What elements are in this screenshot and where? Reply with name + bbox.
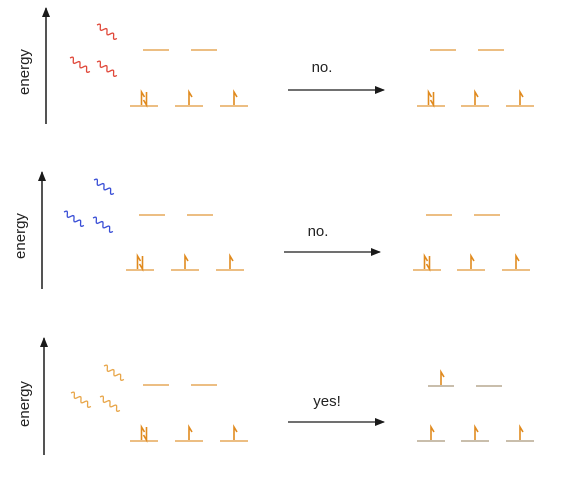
panel-2-photon-2 <box>63 210 85 227</box>
panel-3-before-lower-electron-1-spin-up-icon <box>140 424 146 440</box>
panel-1-after-lower-electron-1-spin-down-icon <box>429 92 435 108</box>
panel-1-before-lower-electron-1-spin-up-icon <box>140 89 146 105</box>
panel-1-before-lower-electron-1-spin-down-icon <box>142 92 148 108</box>
panel-2-photon-1 <box>93 178 115 195</box>
panel-2-after-lower-electron-2-spin-up-icon <box>470 253 475 269</box>
panel-3-photon-1 <box>103 364 125 381</box>
panel-1-after-lower-electron-2-spin-up-icon <box>474 89 479 105</box>
transition-label-3: yes! <box>313 393 341 410</box>
energy-axis-label-2: energy <box>12 213 29 259</box>
panel-3-after-lower-electron-2-spin-up-icon <box>474 424 479 440</box>
panel-2-after-lower-electron-1-spin-up-icon <box>423 253 429 269</box>
panel-2-before-lower-electron-1-spin-up-icon <box>136 253 142 269</box>
panel-2-photon-3 <box>92 216 114 233</box>
panel-1-photon-1 <box>96 23 118 40</box>
diagram-shapes <box>38 7 534 455</box>
panel-2: energy no. <box>12 213 328 259</box>
panel-3-photon-2 <box>70 391 92 408</box>
panel-3: energy yes! <box>16 381 341 427</box>
panel-2-after-lower-electron-1-spin-down-icon <box>425 256 431 272</box>
panel-2-before-lower-electron-1-spin-down-icon <box>138 256 144 272</box>
panel-1-after-lower-electron-3-spin-up-icon <box>519 89 524 105</box>
panel-3-after-lower-electron-1-spin-up-icon <box>430 424 435 440</box>
panel-3-before-lower-electron-1-spin-down-icon <box>142 427 148 443</box>
panel-1-before-lower-electron-3-spin-up-icon <box>233 89 238 105</box>
panel-1-photon-2 <box>69 56 91 73</box>
panel-3-before-lower-electron-3-spin-up-icon <box>233 424 238 440</box>
panel-3-photon-3 <box>99 395 121 412</box>
panel-2-before-lower-electron-2-spin-up-icon <box>184 253 189 269</box>
transition-label-1: no. <box>312 59 333 76</box>
panel-3-before-lower-electron-2-spin-up-icon <box>188 424 193 440</box>
transition-label-2: no. <box>308 223 329 240</box>
panel-2-after-lower-electron-3-spin-up-icon <box>515 253 520 269</box>
panel-3-after-lower-electron-3-spin-up-icon <box>519 424 524 440</box>
panel-3-after-upper-electron-1-spin-up-icon <box>440 369 445 385</box>
energy-axis-label-3: energy <box>16 381 33 427</box>
panel-1-after-lower-electron-1-spin-up-icon <box>427 89 433 105</box>
panel-1-photon-3 <box>96 60 118 77</box>
panel-2-before-lower-electron-3-spin-up-icon <box>229 253 234 269</box>
panel-1-before-lower-electron-2-spin-up-icon <box>188 89 193 105</box>
panel-1: energy no. <box>16 49 332 95</box>
energy-axis-label-1: energy <box>16 49 33 95</box>
